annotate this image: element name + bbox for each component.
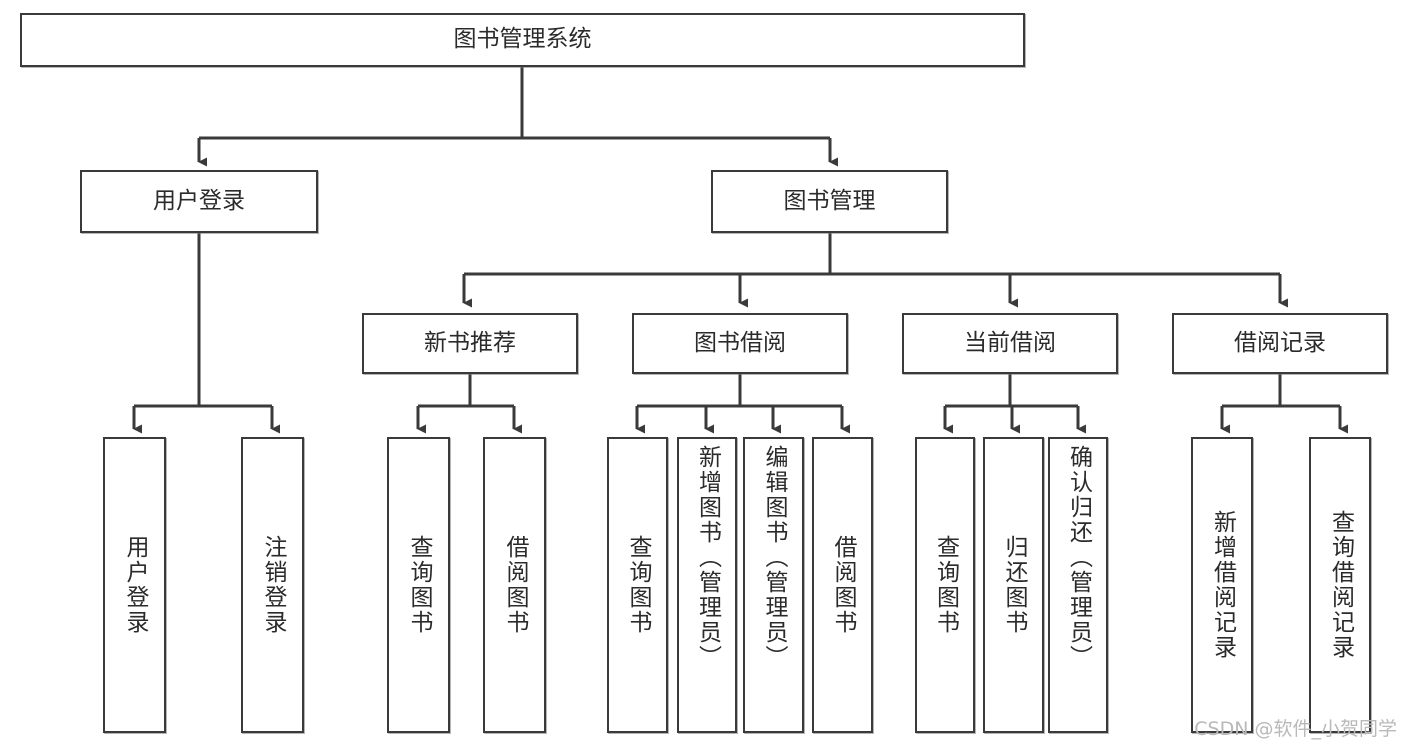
node-label: 新书推荐 xyxy=(424,329,516,356)
node-new-book-recommend[interactable]: 新书推荐 xyxy=(362,313,578,374)
leaf-current-return-book[interactable]: 归还图书 xyxy=(983,437,1044,733)
node-current-borrow[interactable]: 当前借阅 xyxy=(902,313,1118,374)
node-label: 归还图书 xyxy=(1001,535,1027,635)
watermark-text: CSDN @软件_小贺同学 xyxy=(1194,718,1397,740)
leaf-recommend-borrow-book[interactable]: 借阅图书 xyxy=(483,437,546,733)
leaf-borrow-borrow-book[interactable]: 借阅图书 xyxy=(812,437,873,733)
leaf-borrow-query-book[interactable]: 查询图书 xyxy=(607,437,668,733)
leaf-logout[interactable]: 注销登录 xyxy=(241,437,304,733)
node-label: 注销登录 xyxy=(260,535,286,635)
node-label: 图书管理系统 xyxy=(453,26,592,53)
node-label: 用户登录 xyxy=(122,535,148,635)
node-label: 查询图书 xyxy=(932,535,959,635)
leaf-recommend-query-book[interactable]: 查询图书 xyxy=(387,437,450,733)
node-label: 当前借阅 xyxy=(964,329,1056,356)
node-label: 新增图书（管理员） xyxy=(694,445,721,670)
node-label: 借阅记录 xyxy=(1234,329,1326,356)
node-label: 借阅图书 xyxy=(502,535,528,635)
leaf-borrow-add-book-admin[interactable]: 新增图书（管理员） xyxy=(677,437,737,733)
node-label: 查询图书 xyxy=(625,535,651,635)
node-book-borrow[interactable]: 图书借阅 xyxy=(632,313,848,374)
leaf-current-query-book[interactable]: 查询图书 xyxy=(915,437,975,733)
node-label: 编辑图书（管理员） xyxy=(761,445,787,670)
node-label: 用户登录 xyxy=(153,187,245,214)
node-book-management[interactable]: 图书管理 xyxy=(711,170,948,233)
node-label: 新增借阅记录 xyxy=(1209,510,1236,660)
node-user-login[interactable]: 用户登录 xyxy=(80,170,318,233)
leaf-current-confirm-return-admin[interactable]: 确认归还（管理员） xyxy=(1048,437,1108,733)
node-root-book-management-system[interactable]: 图书管理系统 xyxy=(20,13,1025,67)
node-label: 查询图书 xyxy=(406,535,432,635)
leaf-record-query-borrow-record[interactable]: 查询借阅记录 xyxy=(1309,437,1371,733)
node-borrow-record[interactable]: 借阅记录 xyxy=(1172,313,1388,374)
node-label: 借阅图书 xyxy=(830,535,856,635)
leaf-record-add-borrow-record[interactable]: 新增借阅记录 xyxy=(1191,437,1253,733)
leaf-user-login[interactable]: 用户登录 xyxy=(103,437,166,733)
leaf-borrow-edit-book-admin[interactable]: 编辑图书（管理员） xyxy=(743,437,804,733)
node-label: 确认归还（管理员） xyxy=(1065,445,1092,670)
node-label: 图书借阅 xyxy=(694,329,786,356)
node-label: 图书管理 xyxy=(783,187,876,214)
node-label: 查询借阅记录 xyxy=(1327,510,1354,660)
